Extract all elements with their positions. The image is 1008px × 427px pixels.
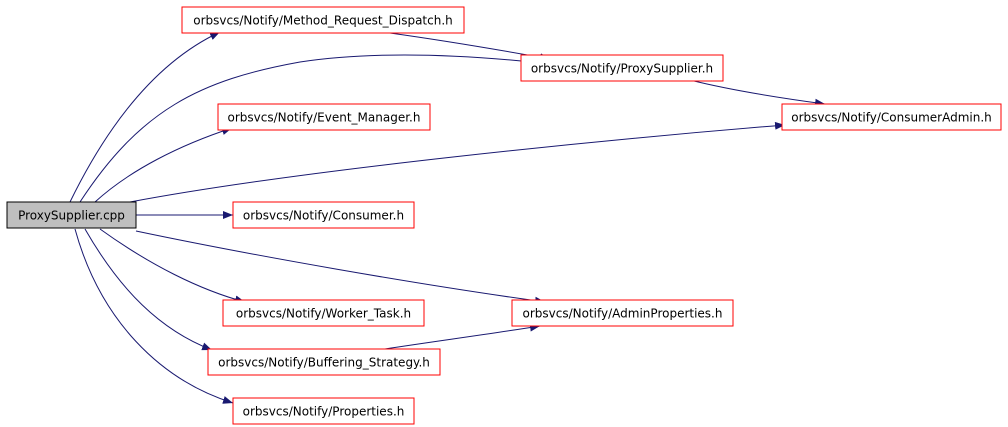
node-box: [232, 397, 415, 425]
node-label: orbsvcs/Notify/ProxySupplier.h: [531, 62, 713, 76]
node-buffering-strategy[interactable]: orbsvcs/Notify/Buffering_Strategy.h: [207, 348, 441, 376]
edge-root-to-consumer-admin: [129, 121, 786, 203]
node-box: [222, 299, 425, 327]
node-box: [781, 103, 1002, 131]
node-label: orbsvcs/Notify/Properties.h: [243, 405, 405, 419]
node-root[interactable]: ProxySupplier.cpp: [6, 201, 137, 229]
node-box: [232, 201, 415, 229]
node-label: orbsvcs/Notify/Buffering_Strategy.h: [218, 356, 430, 370]
node-box: [6, 201, 137, 229]
node-worker-task[interactable]: orbsvcs/Notify/Worker_Task.h: [222, 299, 425, 327]
node-label: ProxySupplier.cpp: [18, 209, 125, 223]
edge-proxy-supplier-to-consumer-admin: [689, 79, 826, 107]
edge-root-to-properties: [74, 228, 234, 404]
edge-root-to-worker-task: [99, 228, 246, 304]
node-label: orbsvcs/Notify/Event_Manager.h: [228, 111, 421, 125]
node-box: [217, 103, 431, 131]
node-admin-properties[interactable]: orbsvcs/Notify/AdminProperties.h: [511, 299, 734, 327]
edge-root-to-admin-properties: [135, 230, 546, 305]
node-label: orbsvcs/Notify/AdminProperties.h: [523, 307, 723, 321]
edge-root-to-method-request-dispatch: [69, 31, 221, 203]
edge-buffering-strategy-to-admin-properties: [384, 323, 541, 350]
node-box: [520, 54, 724, 82]
edge-root-to-buffering-strategy: [84, 228, 213, 351]
node-consumer[interactable]: orbsvcs/Notify/Consumer.h: [232, 201, 415, 229]
node-proxy-supplier[interactable]: orbsvcs/Notify/ProxySupplier.h: [520, 54, 724, 82]
node-properties[interactable]: orbsvcs/Notify/Properties.h: [232, 397, 415, 425]
node-method-request-dispatch[interactable]: orbsvcs/Notify/Method_Request_Dispatch.h: [181, 6, 465, 34]
node-box: [181, 6, 465, 34]
node-box: [511, 299, 734, 327]
node-consumer-admin[interactable]: orbsvcs/Notify/ConsumerAdmin.h: [781, 103, 1002, 131]
node-label: orbsvcs/Notify/ConsumerAdmin.h: [791, 111, 992, 125]
edges: [69, 31, 826, 404]
edge-root-to-proxy-supplier: [79, 54, 551, 203]
node-label: orbsvcs/Notify/Consumer.h: [243, 209, 404, 223]
node-box: [207, 348, 441, 376]
edge-root-to-event-manager: [94, 127, 233, 203]
node-event-manager[interactable]: orbsvcs/Notify/Event_Manager.h: [217, 103, 431, 131]
node-label: orbsvcs/Notify/Method_Request_Dispatch.h: [193, 14, 453, 28]
node-label: orbsvcs/Notify/Worker_Task.h: [236, 307, 411, 321]
